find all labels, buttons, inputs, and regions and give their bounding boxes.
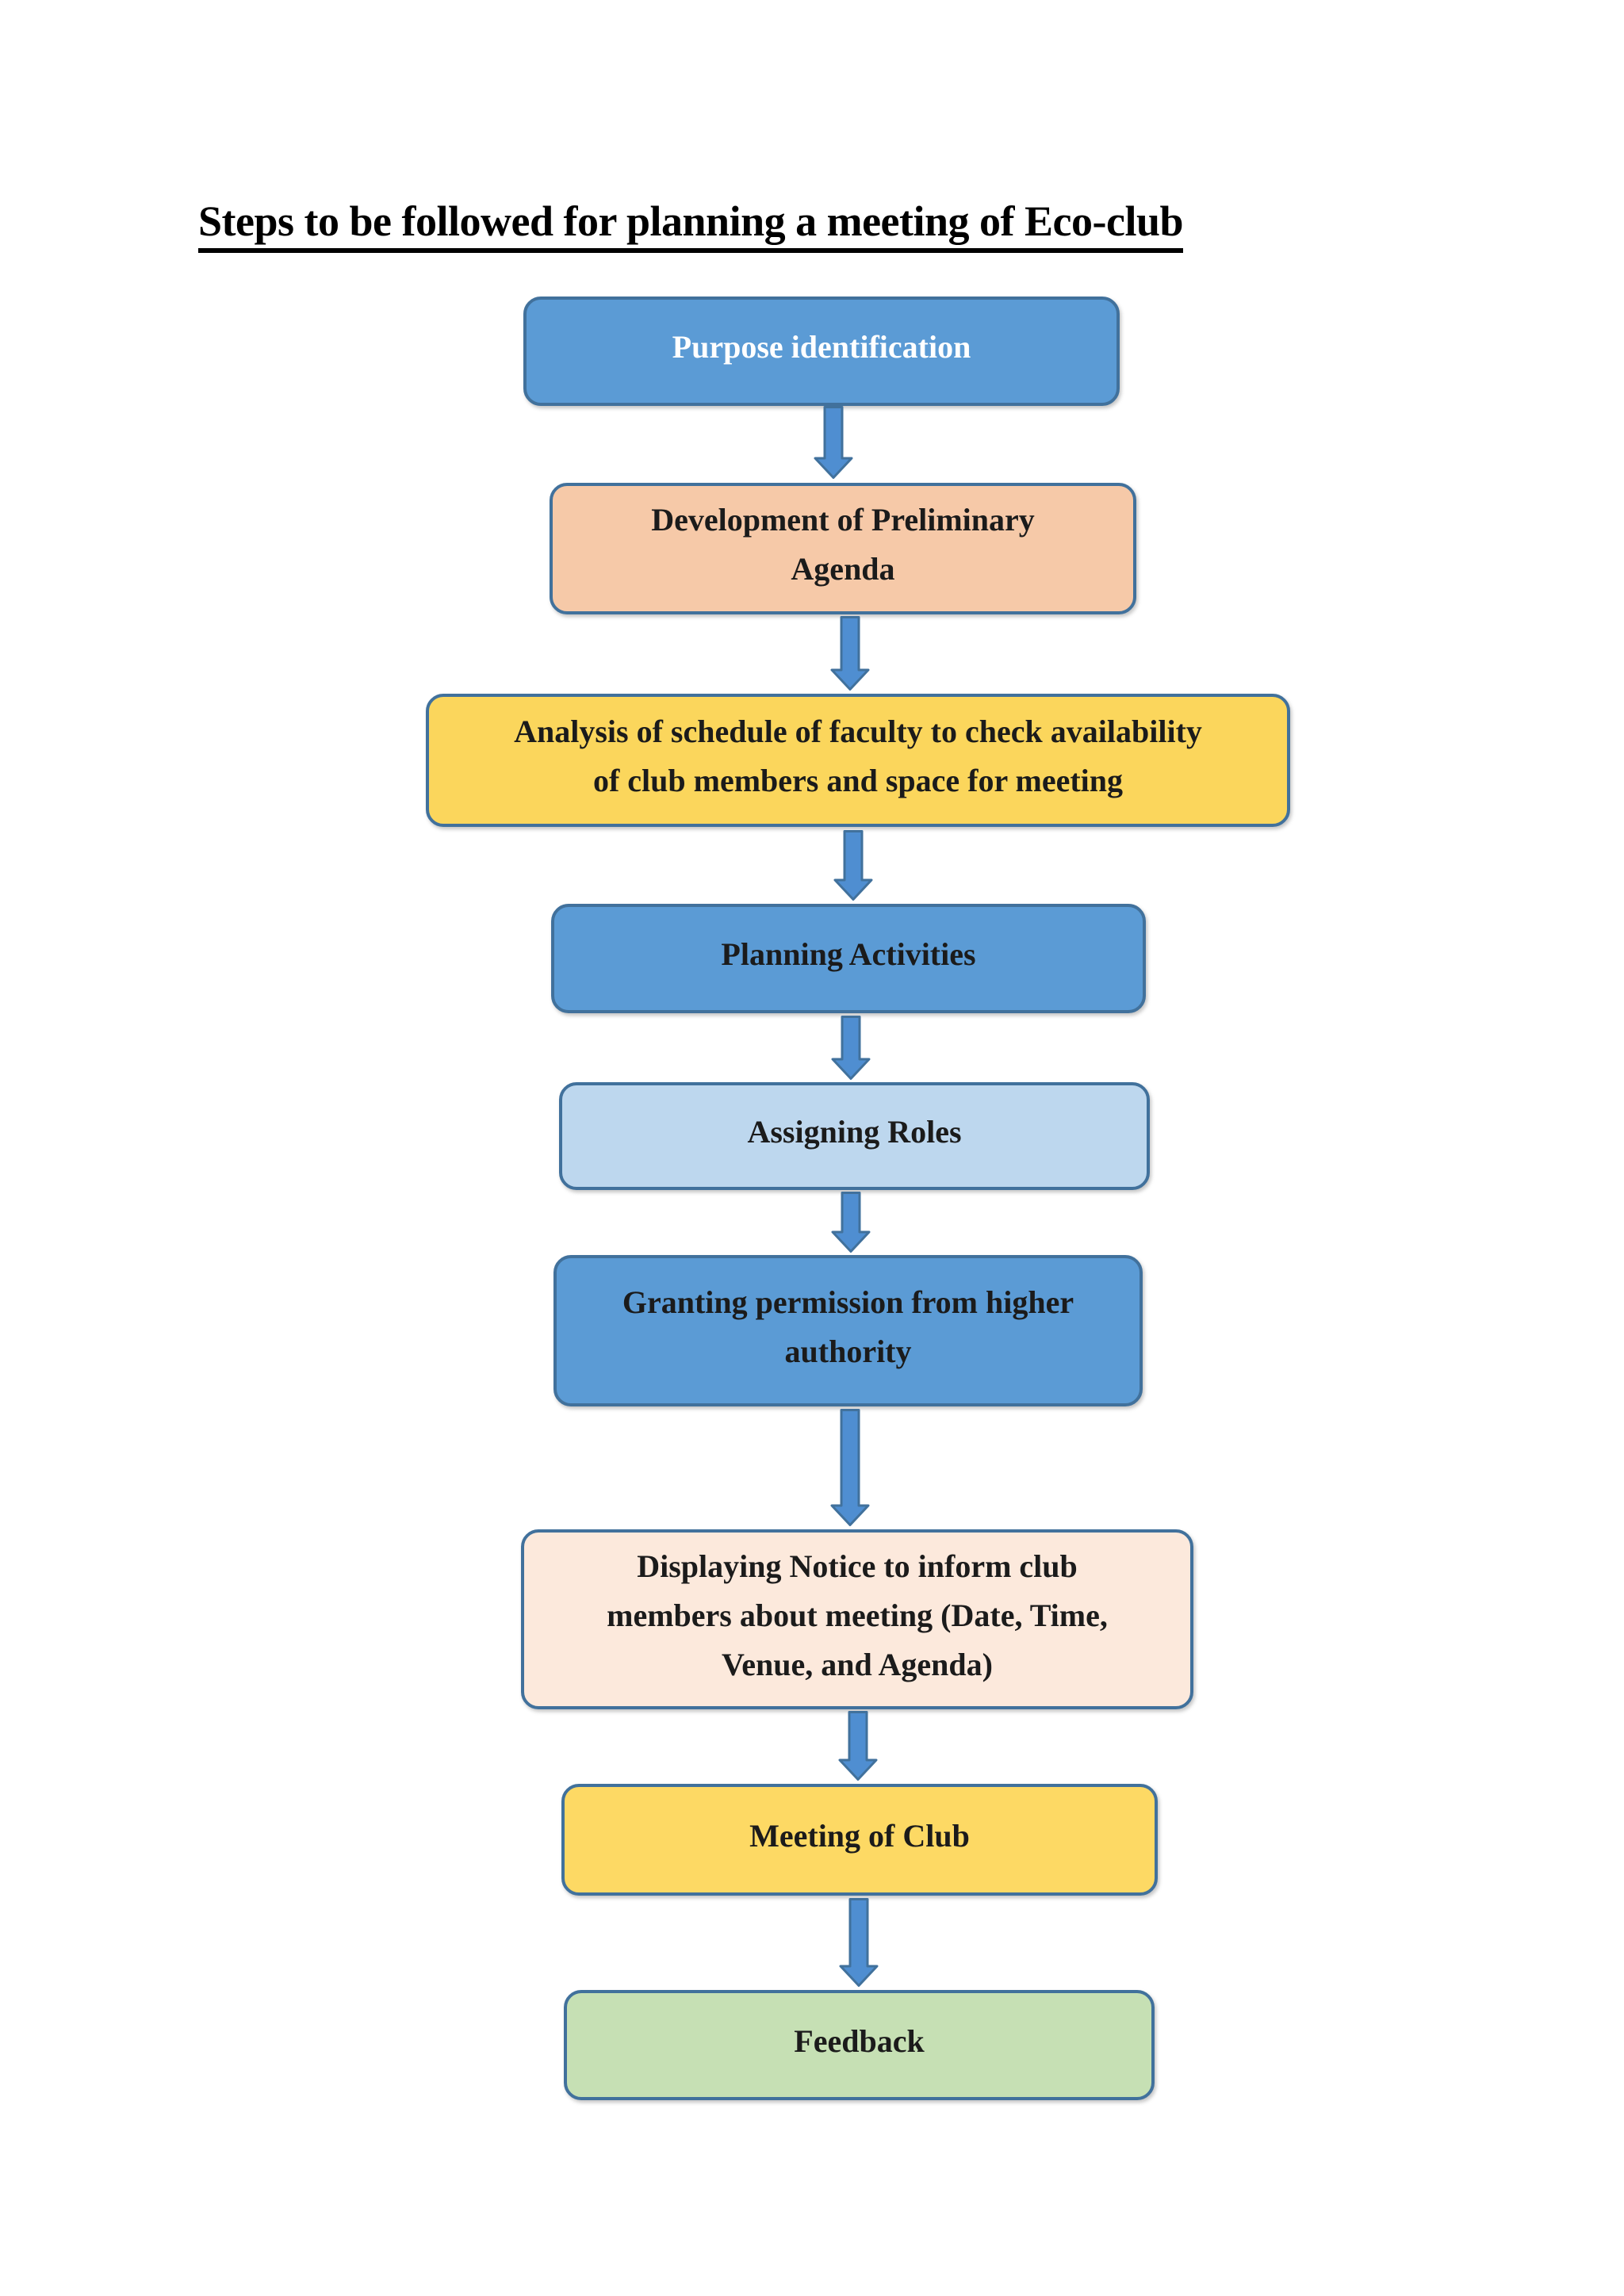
flow-node-assigning-roles: Assigning Roles xyxy=(559,1082,1150,1190)
down-arrow-icon xyxy=(830,1409,870,1526)
node-label-line: Meeting of Club xyxy=(749,1817,970,1854)
node-label-line: Planning Activities xyxy=(721,936,976,972)
down-arrow-icon xyxy=(838,1711,878,1781)
down-arrow-shape xyxy=(839,1898,879,1987)
flow-node-planning-activities: Planning Activities xyxy=(551,904,1146,1013)
down-arrow-icon xyxy=(831,1192,871,1253)
node-label-line: Feedback xyxy=(794,2022,925,2059)
flow-node-meeting-of-club: Meeting of Club xyxy=(561,1784,1158,1896)
down-arrow-shape xyxy=(830,616,870,691)
down-arrow-shape xyxy=(838,1711,878,1781)
node-label-line: members about meeting (Date, Time, xyxy=(607,1597,1108,1633)
node-label-line: Venue, and Agenda) xyxy=(722,1646,993,1682)
node-label-line: of club members and space for meeting xyxy=(592,763,1124,798)
down-arrow-shape xyxy=(831,1016,871,1080)
flow-node-displaying-notice: Displaying Notice to inform club members … xyxy=(521,1529,1193,1709)
down-arrow-icon xyxy=(833,830,873,901)
page-title: Steps to be followed for planning a meet… xyxy=(198,197,1184,254)
down-arrow-shape xyxy=(814,406,853,479)
node-label-line: Assigning Roles xyxy=(747,1114,962,1150)
down-arrow-icon xyxy=(830,616,870,691)
down-arrow-icon xyxy=(831,1016,871,1080)
flow-node-feedback: Feedback xyxy=(564,1990,1155,2100)
flow-node-analysis-of-schedule: Analysis of schedule of faculty to check… xyxy=(426,694,1290,827)
down-arrow-shape xyxy=(830,1409,870,1526)
down-arrow-shape xyxy=(833,830,873,901)
down-arrow-icon xyxy=(839,1898,879,1987)
flow-node-granting-permission-from-higher-authority: Granting permission from higher authority xyxy=(553,1255,1143,1406)
node-label-line: Analysis of schedule of faculty to check… xyxy=(514,714,1202,749)
node-label-line: Agenda xyxy=(791,551,895,587)
down-arrow-shape xyxy=(831,1192,871,1253)
down-arrow-icon xyxy=(814,406,853,479)
node-label-line: Development of Preliminary xyxy=(651,502,1035,538)
node-label-line: Purpose identification xyxy=(672,329,971,365)
node-label-line: authority xyxy=(784,1333,912,1369)
flow-node-purpose-identification: Purpose identification xyxy=(523,297,1120,406)
node-label-line: Displaying Notice to inform club xyxy=(637,1548,1078,1584)
node-label-line: Granting permission from higher xyxy=(622,1284,1074,1320)
